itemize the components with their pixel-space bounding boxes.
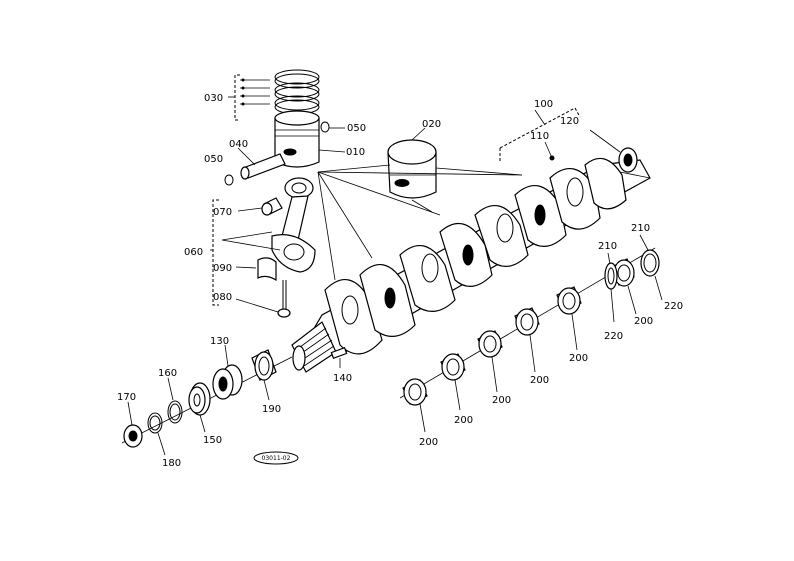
label-200-c: 200 <box>530 375 549 386</box>
label-220-left: 220 <box>604 331 623 342</box>
label-210-left: 210 <box>598 241 617 252</box>
oil-slinger-150 <box>188 382 211 433</box>
label-150: 150 <box>203 435 222 446</box>
label-190: 190 <box>262 404 281 415</box>
front-group <box>121 344 293 456</box>
label-060: 060 <box>184 247 203 258</box>
connecting-rod <box>271 177 316 273</box>
label-160: 160 <box>158 368 177 379</box>
label-220-right: 220 <box>664 301 683 312</box>
piston-pin-040 <box>237 147 286 180</box>
label-200-b: 200 <box>569 353 588 364</box>
label-130: 130 <box>210 336 229 347</box>
label-210-right: 210 <box>631 223 650 234</box>
label-010: 010 <box>346 147 365 158</box>
label-020: 020 <box>422 119 441 130</box>
crank-bracket <box>499 107 581 162</box>
ring-bracket <box>228 74 270 121</box>
collar-190 <box>251 349 277 401</box>
figure-code: 03011-02 <box>253 451 299 465</box>
label-080: 080 <box>213 292 232 303</box>
label-140: 140 <box>333 373 352 384</box>
figure-code-text: 03011-02 <box>262 455 291 462</box>
label-100: 100 <box>534 99 553 110</box>
label-090: 090 <box>213 263 232 274</box>
label-200-f: 200 <box>419 437 438 448</box>
rod-group-bracket <box>210 199 281 306</box>
label-110: 110 <box>530 131 549 142</box>
callout-labels: 030 050 010 040 050 020 100 110 120 070 … <box>117 93 683 469</box>
piston-rings <box>274 69 320 115</box>
piston-020 <box>387 127 437 199</box>
label-200-e: 200 <box>454 415 473 426</box>
rod-bearing-090 <box>235 257 277 282</box>
seal-180 <box>147 412 166 456</box>
label-200-a: 200 <box>634 316 653 327</box>
label-200-d: 200 <box>492 395 511 406</box>
label-120: 120 <box>560 116 579 127</box>
label-050-upper: 050 <box>347 123 366 134</box>
key-140 <box>330 347 348 368</box>
rod-bolt-080 <box>235 280 291 318</box>
circlip-050 <box>224 121 345 186</box>
label-030: 030 <box>204 93 223 104</box>
label-050-lower: 050 <box>204 154 223 165</box>
nut-170 <box>123 401 143 448</box>
label-180: 180 <box>162 458 181 469</box>
o-ring-160 <box>167 377 183 424</box>
crank-gear-130 <box>212 344 243 400</box>
piston-010 <box>274 110 346 168</box>
crankshaft <box>291 157 651 373</box>
leader-lines-pistons <box>317 164 523 281</box>
thrust-washers <box>604 234 663 323</box>
pilot-bearing-120 <box>589 129 638 173</box>
label-040: 040 <box>229 139 248 150</box>
small-end-bushing-070 <box>237 197 283 216</box>
label-070: 070 <box>213 207 232 218</box>
label-170: 170 <box>117 392 136 403</box>
